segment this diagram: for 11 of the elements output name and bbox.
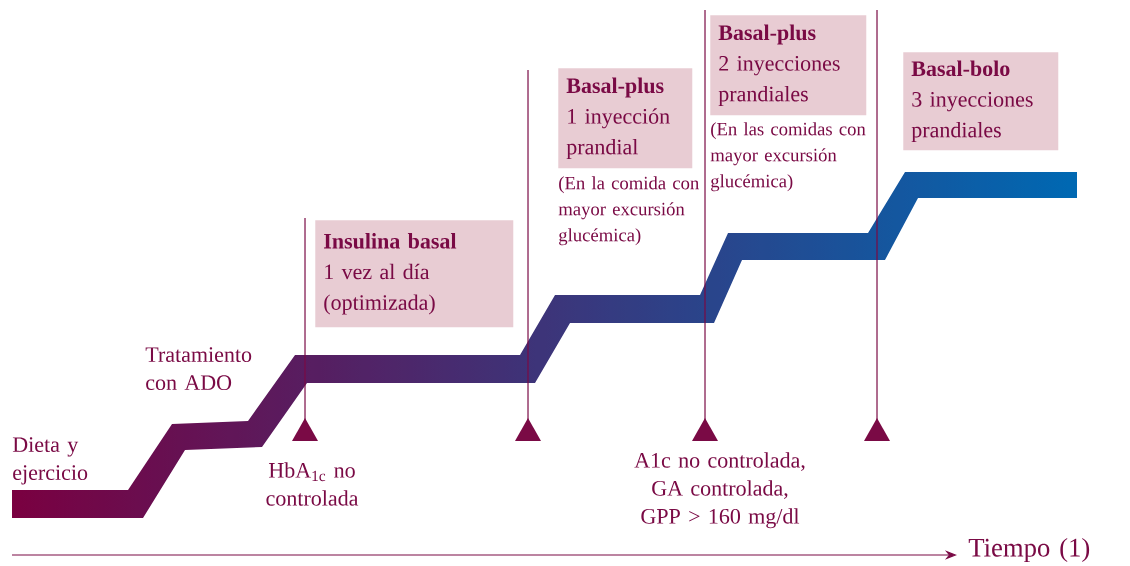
text-label: Dieta y ejercicio	[12, 437, 88, 485]
step-box: Insulina basal 1 vez al día (optimizada)	[315, 220, 514, 328]
text-label: Tiempo (1)	[968, 537, 1090, 563]
text-label: A1c no controlada, GA controlada, GPP > 160 mg/dl	[634, 452, 805, 529]
step-box: Basal-plus 2 inyecciones prandiales	[710, 15, 867, 116]
note-text: (En la comida con mayor excursión glucémica)	[558, 176, 699, 246]
step-box: Basal-plus 1 inyección prandial	[558, 68, 693, 169]
text-label: HbA$_{1c}$ no controlada	[266, 462, 359, 506]
step-box: Basal-bolo 3 inyecciones prandiales	[903, 52, 1059, 151]
text-label: Tratamiento con ADO	[145, 347, 252, 391]
note-text: (En las comidas con mayor excursión glucémica)	[710, 122, 866, 192]
